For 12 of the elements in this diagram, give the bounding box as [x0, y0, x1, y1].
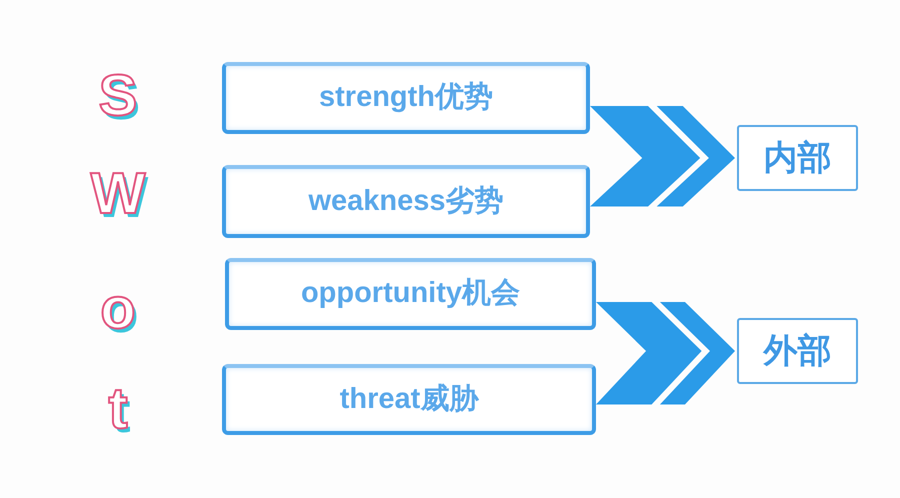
factor-box: threat威胁: [222, 364, 596, 435]
outlined-letter: t: [107, 380, 131, 438]
double-chevron-arrow: [596, 302, 735, 404]
category-box: 内部: [737, 125, 858, 191]
factor-box: opportunity机会: [225, 258, 596, 330]
outlined-letter: o: [99, 280, 138, 338]
outlined-letter: S: [98, 67, 139, 125]
double-chevron-arrow: [590, 106, 735, 206]
factor-box: weakness劣势: [222, 165, 590, 238]
factor-box: strength优势: [222, 62, 590, 134]
category-box: 外部: [737, 318, 858, 384]
outlined-letter: W: [78, 165, 158, 223]
